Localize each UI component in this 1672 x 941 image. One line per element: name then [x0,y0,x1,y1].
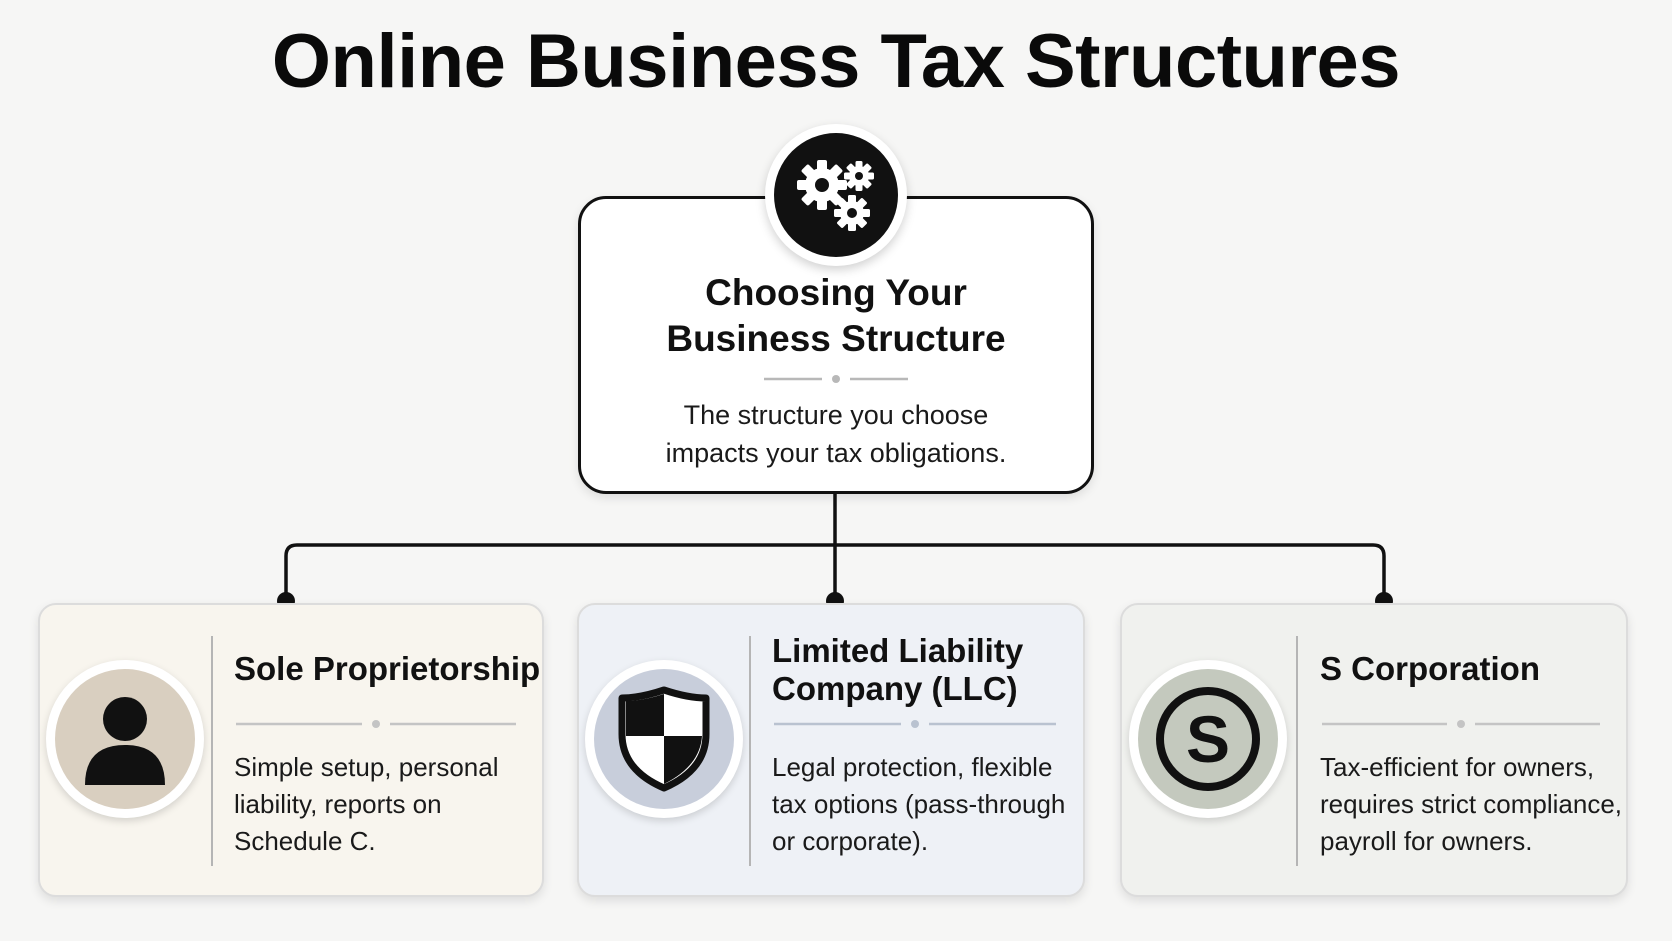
card-3-separator [1296,636,1298,866]
card-3-text-line-1: Tax-efficient for owners, [1320,752,1595,782]
shield-icon [618,686,710,792]
dollar-s-icon: S [1156,687,1260,791]
root-text-line-2: impacts your tax obligations. [665,438,1007,468]
card-2-title-line-2: Company (LLC) [772,670,1018,707]
root-title: Choosing Your Business Structure [578,270,1094,362]
card-3-text-line-3: payroll for owners. [1320,826,1533,856]
card-1-text-line-3: Schedule C. [234,826,376,856]
card-2-text-line-1: Legal protection, flexible [772,752,1053,782]
card-1-separator [211,636,213,866]
card-2-text-line-2: tax options (pass-through [772,789,1066,819]
root-text-line-1: The structure you choose [683,400,989,430]
card-2-title: Limited Liability Company (LLC) [772,632,1023,708]
card-3-description: Tax-efficient for owners, requires stric… [1320,749,1622,860]
card-2-separator [749,636,751,866]
card-1-icon-badge [46,660,204,818]
connector-bar [284,543,1386,600]
card-2-text-line-3: or corporate). [772,826,929,856]
card-1-title-line-1: Sole Proprietorship [234,650,541,687]
card-2-description: Legal protection, flexible tax options (… [772,749,1065,860]
card-3-title-line-1: S Corporation [1320,650,1540,687]
gears-icon [797,160,874,231]
card-3-text-line-2: requires strict compliance, [1320,789,1622,819]
page-title: Online Business Tax Structures [271,19,1401,104]
card-1-divider [236,720,516,728]
card-3-divider [1322,720,1600,728]
card-2-title-line-1: Limited Liability [772,632,1024,669]
svg-text:S: S [1186,702,1230,776]
card-2-icon-badge [585,660,743,818]
card-3-title: S Corporation [1320,650,1540,688]
root-icon-badge [765,124,907,266]
card-1-text-line-1: Simple setup, personal [234,752,499,782]
person-icon [85,697,165,785]
root-divider [764,375,908,383]
root-title-line-1: Choosing Your [705,272,967,313]
card-2-divider [774,720,1056,728]
card-3-icon-badge: S [1129,660,1287,818]
root-description: The structure you choose impacts your ta… [578,396,1094,472]
card-1-title: Sole Proprietorship [234,650,540,688]
root-title-line-2: Business Structure [666,318,1006,359]
card-1-description: Simple setup, personal liability, report… [234,749,498,860]
card-1-text-line-2: liability, reports on [234,789,442,819]
